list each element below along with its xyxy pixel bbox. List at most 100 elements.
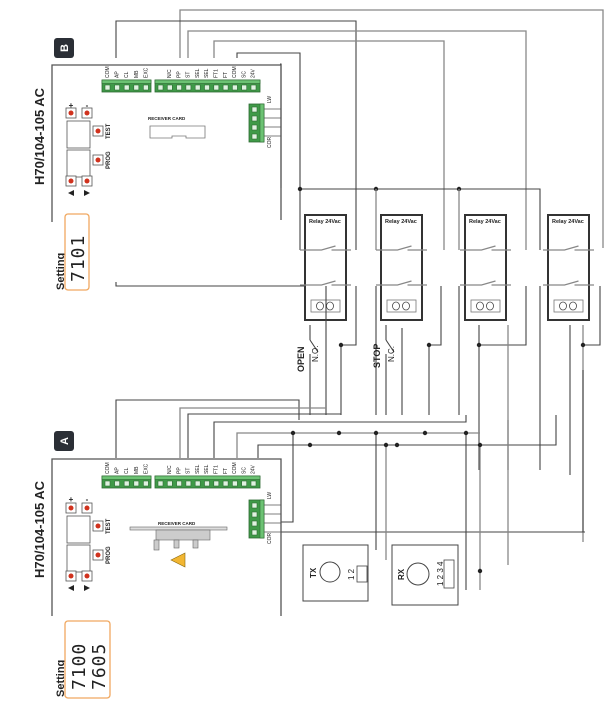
relay-coil-icon	[470, 299, 501, 313]
relay-4: Relay 24Vac	[543, 214, 594, 321]
side-terminal-label: COR	[267, 533, 273, 545]
terminal-screw	[213, 84, 220, 91]
board-b-setting-label: Setting	[55, 253, 67, 290]
board-a-right-arrow-icon	[84, 585, 90, 591]
board-a-setting-value-1: 7100	[69, 643, 90, 690]
board-b-plus-label: +	[69, 101, 74, 110]
board-b-minus-button[interactable]	[81, 107, 93, 119]
terminal-label: N/C	[167, 465, 173, 474]
board-a-display-top	[66, 515, 91, 544]
terminal-screw	[241, 84, 247, 91]
board-b-right-button[interactable]	[81, 175, 93, 187]
terminal-screw	[251, 529, 258, 536]
terminal-screw	[251, 133, 258, 140]
photocell-tx: TX 1 2	[302, 544, 369, 602]
board-a-test-label: TEST	[106, 518, 112, 534]
terminal-label: AP	[115, 467, 121, 474]
board-b-model: H70/104-105 AC	[32, 87, 47, 185]
terminal-screw	[123, 84, 130, 91]
board-b-left-arrow-icon	[68, 190, 74, 196]
terminal-label: CL	[124, 467, 130, 474]
board-b-controls: + - TEST PROG	[65, 101, 112, 196]
board-b-setting-value: 7101	[68, 235, 89, 282]
terminal-label: COM	[232, 66, 238, 78]
side-terminal-label: LW	[267, 96, 273, 103]
terminal-screw	[114, 84, 120, 91]
terminal-screw	[251, 511, 258, 518]
rx-label: RX	[397, 568, 406, 580]
terminal-label: ST	[186, 468, 192, 474]
board-b-minus-label: -	[86, 101, 89, 110]
relay-label: Relay 24Vac	[552, 219, 584, 225]
terminal-label: MB	[134, 70, 140, 78]
terminal-label: FT1	[214, 69, 220, 78]
warning-icon	[170, 552, 186, 568]
relay-contact	[460, 245, 496, 251]
board-a-setting-label: Setting	[55, 660, 67, 697]
terminal-screw	[222, 480, 229, 487]
relay-upper-feeds	[375, 189, 460, 250]
board-b-badge-text: B	[59, 44, 71, 52]
terminal-label: COM	[105, 66, 111, 78]
terminal-screw	[250, 480, 257, 487]
terminal-label: COM	[232, 462, 238, 474]
board-a-test-button[interactable]	[92, 520, 104, 532]
terminal-screw	[251, 502, 258, 509]
terminal-screw	[213, 480, 220, 487]
switch-stop: STOP N.C.	[372, 344, 396, 368]
switch-open: OPEN N.O.	[296, 346, 320, 372]
terminal-label: SEL	[195, 464, 201, 474]
board-a-minus-button[interactable]	[81, 502, 93, 514]
relay-label: Relay 24Vac	[469, 219, 501, 225]
relay-contact	[300, 280, 336, 286]
terminal-screw	[251, 520, 258, 527]
board-b-terminal-side	[248, 103, 265, 143]
board-a-receiver-card	[129, 526, 228, 551]
board-a-controls: + - TEST PROG	[65, 495, 112, 591]
switch-stop-label: STOP	[372, 344, 382, 368]
terminal-screw	[204, 84, 210, 91]
relay-3: Relay 24Vac	[460, 214, 511, 321]
terminal-label: EXC	[143, 463, 149, 474]
wires-top	[115, 9, 604, 250]
relay-label: Relay 24Vac	[309, 219, 341, 225]
switch-open-type: N.O.	[311, 346, 320, 362]
terminal-label: AP	[115, 71, 121, 78]
board-a-right-button[interactable]	[81, 570, 93, 582]
relay-contact	[376, 280, 412, 286]
terminal-screw	[176, 84, 182, 91]
terminal-screw	[251, 106, 258, 113]
tx-label: TX	[309, 567, 318, 578]
board-b-plus-button[interactable]	[65, 107, 77, 119]
board-a-plus-label: +	[69, 495, 74, 504]
board-a-left-button[interactable]	[65, 570, 77, 582]
board-a-plus-button[interactable]	[65, 502, 77, 514]
board-a-prog-button[interactable]	[92, 549, 104, 561]
photocell-rx: RX 1 2 3 4	[391, 544, 459, 606]
relay-coil-icon	[553, 299, 584, 313]
board-a-left-arrow-icon	[68, 585, 74, 591]
relay-contact	[543, 280, 579, 286]
terminal-screw	[104, 84, 111, 91]
relay-contact	[543, 245, 579, 251]
board-a-setting-value-2: 7605	[89, 643, 110, 690]
board-b-receiver-slot	[149, 125, 206, 139]
board-b-right-arrow-icon	[84, 190, 90, 196]
board-a-terminal-side	[248, 499, 265, 539]
coil-loop	[392, 301, 400, 311]
terminal-screw	[222, 84, 229, 91]
board-a-minus-label: -	[86, 495, 89, 504]
terminal-screw	[185, 480, 192, 487]
board-b-test-button[interactable]	[92, 125, 104, 137]
coil-loop	[569, 301, 577, 311]
terminal-screw	[133, 84, 140, 91]
side-terminal-label: LW	[267, 492, 273, 499]
board-a-prog-label: PROG	[106, 546, 112, 564]
board-b-prog-label: PROG	[106, 151, 112, 169]
board-b-prog-button[interactable]	[92, 154, 104, 166]
board-b-left-button[interactable]	[65, 175, 77, 187]
coil-loop	[559, 301, 567, 311]
terminal-label: 24V	[251, 464, 257, 474]
terminal-screw	[204, 480, 210, 487]
